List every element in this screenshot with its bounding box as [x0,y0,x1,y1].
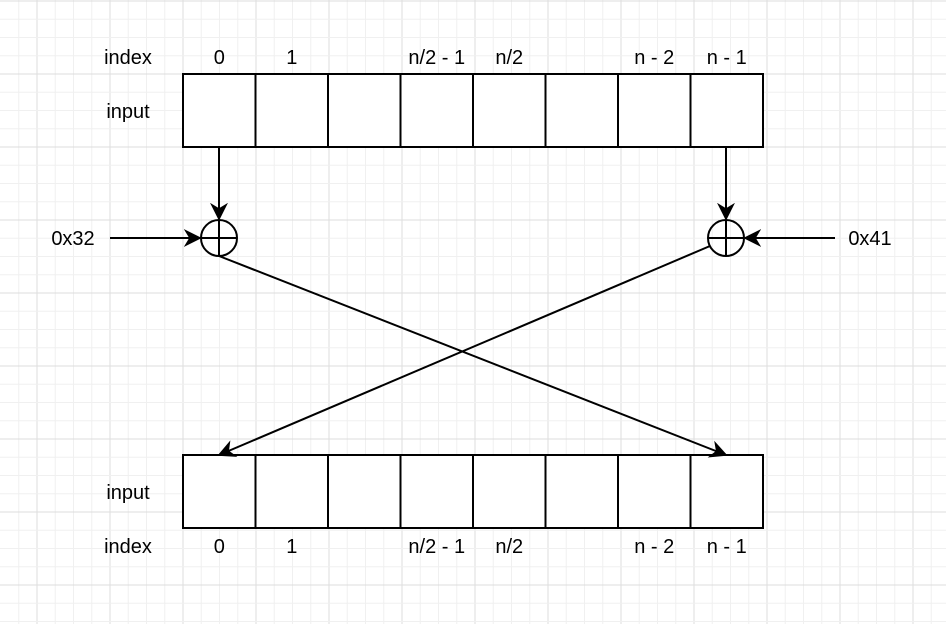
index-label: n - 2 [634,47,674,69]
array-cell [327,454,402,529]
array-cell [689,73,764,148]
array-cell [472,454,547,529]
array-cell [399,73,474,148]
bottom-row-label: input [106,482,150,504]
bottom-input-array: 0 1 n/2 - 1 n/2 n - 2 n - 1 [182,454,764,558]
array-cell [254,454,329,529]
array-cell [472,73,547,148]
index-label: n/2 - 1 [408,536,465,558]
index-label: 1 [286,47,297,69]
array-cell [399,454,474,529]
index-label: n - 1 [707,47,747,69]
array-cell [544,73,619,148]
arrow-left-xor-to-last [218,255,728,458]
xor-right-icon [707,219,745,257]
index-label: 1 [286,536,297,558]
bottom-index-label: index [104,536,152,558]
index-label: 0 [214,47,225,69]
index-label: n/2 [495,536,523,558]
xor-left-icon [200,219,238,257]
right-constant: 0x41 [848,228,891,250]
array-cell [544,454,619,529]
array-cell [327,73,402,148]
index-label: n - 2 [634,536,674,558]
arrow-right-xor-to-first [217,245,711,457]
array-cell [617,73,692,148]
array-cell [254,73,329,148]
array-cell [182,454,257,529]
index-label: 0 [214,536,225,558]
array-cell [617,454,692,529]
index-label: n/2 [495,47,523,69]
array-cell [182,73,257,148]
array-cell [689,454,764,529]
index-label: n - 1 [707,536,747,558]
top-index-label: index [104,47,152,69]
top-row-label: input [106,101,150,123]
top-input-array: 0 1 n/2 - 1 n/2 n - 2 n - 1 [182,47,764,148]
left-constant: 0x32 [51,228,94,250]
index-label: n/2 - 1 [408,47,465,69]
